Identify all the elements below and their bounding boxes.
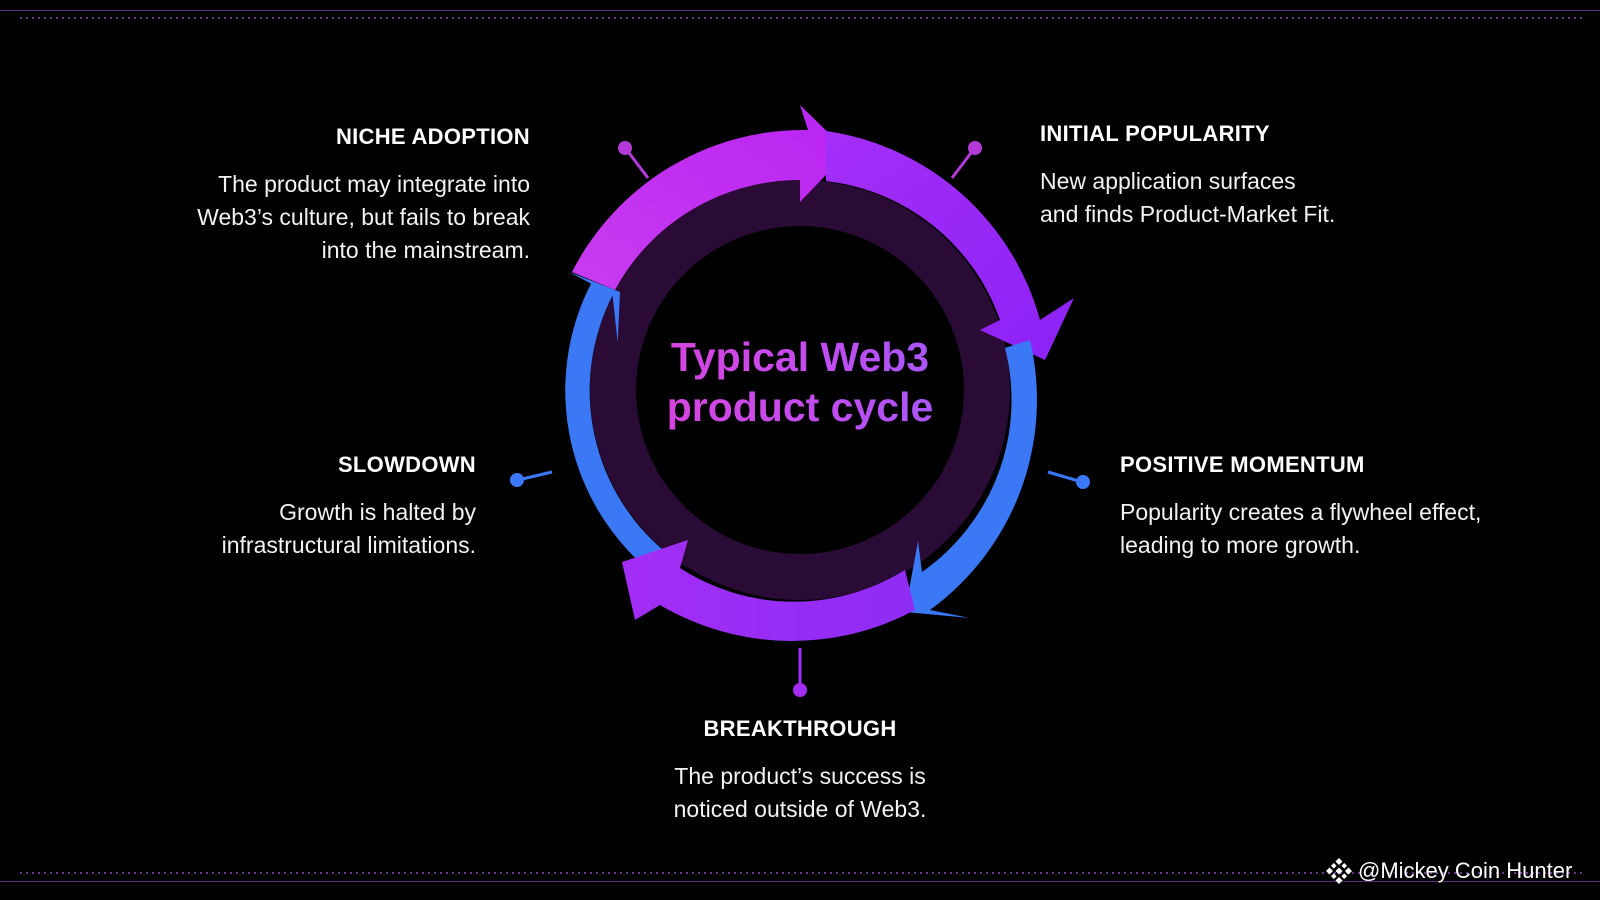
stage-description-line: Web3’s culture, but fails to break <box>197 204 530 230</box>
bottom-border <box>0 872 1600 882</box>
stage-description-line: infrastructural limitations. <box>221 532 476 558</box>
watermark: @Mickey Coin Hunter <box>1326 858 1572 884</box>
stage-description-line: The product may integrate into <box>218 171 530 197</box>
diagram-title: Typical Web3 product cycle <box>600 332 1000 432</box>
stage-description: The product may integrate into Web3’s cu… <box>110 168 530 267</box>
stage-slowdown: SLOWDOWN Growth is halted by infrastruct… <box>56 452 476 562</box>
stage-title: POSITIVE MOMENTUM <box>1120 452 1365 477</box>
stage-description-line: The product’s success is <box>674 763 926 789</box>
stage-initial-popularity: INITIAL POPULARITY New application surfa… <box>1040 121 1460 231</box>
top-border <box>0 10 1600 19</box>
connector-slowdown <box>510 470 553 487</box>
arrow-segment-momentum <box>905 340 1037 618</box>
watermark-text: @Mickey Coin Hunter <box>1358 858 1573 883</box>
connector-niche <box>618 141 650 179</box>
stage-positive-momentum: POSITIVE MOMENTUM Popularity creates a f… <box>1120 452 1560 562</box>
stage-description: Popularity creates a flywheel effect, le… <box>1120 496 1560 562</box>
inner-ring <box>590 180 1010 600</box>
stage-description-line: noticed outside of Web3. <box>673 796 927 822</box>
stage-description-line: leading to more growth. <box>1120 532 1361 558</box>
stage-breakthrough: BREAKTHROUGH The product’s success is no… <box>590 716 1010 826</box>
connector-breakthrough <box>793 648 807 697</box>
connector-momentum <box>1047 470 1090 489</box>
diagram-title-line2: product cycle <box>666 384 934 430</box>
stage-description-line: New application surfaces <box>1040 168 1296 194</box>
stage-title: SLOWDOWN <box>337 452 476 477</box>
stage-description-line: into the mainstream. <box>321 237 530 263</box>
stage-description: Growth is halted by infrastructural limi… <box>56 496 476 562</box>
arrow-segment-slowdown <box>565 271 670 576</box>
stage-description-line: and finds Product-Market Fit. <box>1040 201 1336 227</box>
arrow-segment-breakthrough <box>622 540 915 641</box>
stage-description-line: Growth is halted by <box>279 499 476 525</box>
stage-description: New application surfaces and finds Produ… <box>1040 165 1460 231</box>
connector-initial <box>950 141 982 179</box>
diagram-title-line1: Typical Web3 <box>670 334 930 380</box>
stage-description: The product’s success is noticed outside… <box>590 760 1010 826</box>
stage-title: INITIAL POPULARITY <box>1040 121 1270 146</box>
binance-diamond-icon <box>1326 858 1352 884</box>
arrow-segment-initial <box>826 131 1074 360</box>
stage-title: BREAKTHROUGH <box>703 716 897 741</box>
stage-niche-adoption: NICHE ADOPTION The product may integrate… <box>110 124 530 267</box>
arrow-segment-niche <box>572 105 848 290</box>
stage-description-line: Popularity creates a flywheel effect, <box>1120 499 1482 525</box>
stage-title: NICHE ADOPTION <box>335 124 530 149</box>
